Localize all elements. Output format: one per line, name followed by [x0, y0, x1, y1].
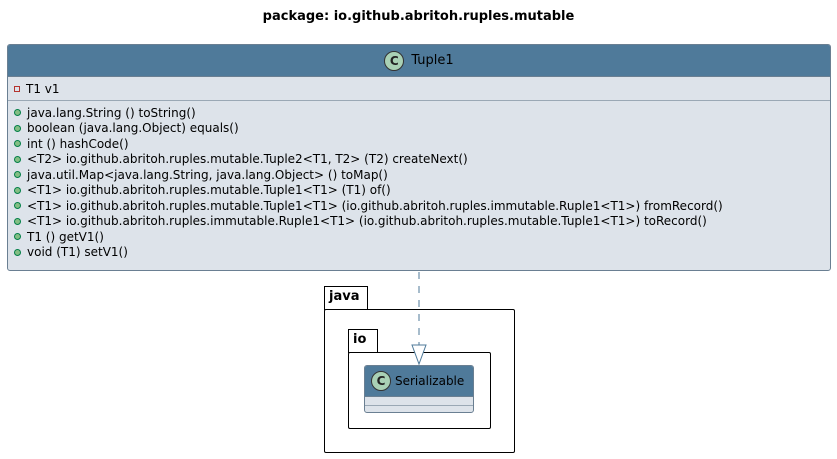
method-text: <T1> io.github.abritoh.ruples.mutable.Tu… — [27, 198, 723, 213]
method-row: int () hashCode() — [14, 136, 830, 152]
field-text: T1 v1 — [26, 81, 60, 96]
method-text: <T1> io.github.abritoh.ruples.mutable.Tu… — [27, 183, 391, 198]
class-serializable[interactable]: C Serializable — [364, 365, 474, 413]
method-text: <T2> io.github.abritoh.ruples.mutable.Tu… — [27, 152, 468, 167]
method-text: java.util.Map<java.lang.String, java.lan… — [27, 167, 388, 182]
arrow-head — [411, 344, 427, 366]
method-text: T1 () getV1() — [27, 229, 104, 244]
package-tab-java: java — [324, 286, 368, 310]
private-visibility-icon — [14, 85, 20, 92]
method-row: <T1> io.github.abritoh.ruples.immutable.… — [14, 214, 830, 230]
class-fields — [365, 397, 473, 406]
class-stereotype-icon: C — [371, 371, 391, 391]
public-visibility-icon — [14, 202, 21, 210]
package-tab-io: io — [348, 329, 378, 353]
class-stereotype-icon: C — [384, 50, 405, 71]
method-row: void (T1) setV1() — [14, 245, 830, 261]
method-text: void (T1) setV1() — [27, 245, 128, 260]
method-text: boolean (java.lang.Object) equals() — [27, 121, 239, 136]
public-visibility-icon — [14, 140, 21, 148]
class-fields: T1 v1 — [8, 77, 830, 101]
method-row: java.util.Map<java.lang.String, java.lan… — [14, 167, 830, 183]
method-row: T1 () getV1() — [14, 229, 830, 245]
public-visibility-icon — [14, 233, 21, 241]
method-text: <T1> io.github.abritoh.ruples.immutable.… — [27, 214, 707, 229]
method-row: <T1> io.github.abritoh.ruples.mutable.Tu… — [14, 183, 830, 199]
public-visibility-icon — [14, 186, 21, 194]
class-methods: java.lang.String () toString() boolean (… — [8, 101, 830, 260]
public-visibility-icon — [14, 124, 21, 132]
diagram-title: package: io.github.abritoh.ruples.mutabl… — [262, 9, 575, 24]
class-name: Tuple1 — [411, 53, 454, 68]
method-row: java.lang.String () toString() — [14, 105, 830, 121]
method-row: <T2> io.github.abritoh.ruples.mutable.Tu… — [14, 152, 830, 168]
field-row: T1 v1 — [14, 81, 60, 97]
class-header: C Serializable — [365, 366, 473, 397]
method-text: int () hashCode() — [27, 136, 129, 151]
public-visibility-icon — [14, 109, 21, 117]
method-row: boolean (java.lang.Object) equals() — [14, 121, 830, 137]
public-visibility-icon — [14, 155, 21, 163]
public-visibility-icon — [14, 248, 21, 256]
class-name: Serializable — [395, 374, 465, 388]
public-visibility-icon — [14, 171, 21, 179]
class-header: C Tuple1 — [8, 45, 830, 77]
method-text: java.lang.String () toString() — [27, 105, 196, 120]
class-tuple1[interactable]: C Tuple1 T1 v1 java.lang.String () toStr… — [7, 44, 831, 271]
method-row: <T1> io.github.abritoh.ruples.mutable.Tu… — [14, 198, 830, 214]
public-visibility-icon — [14, 217, 21, 225]
